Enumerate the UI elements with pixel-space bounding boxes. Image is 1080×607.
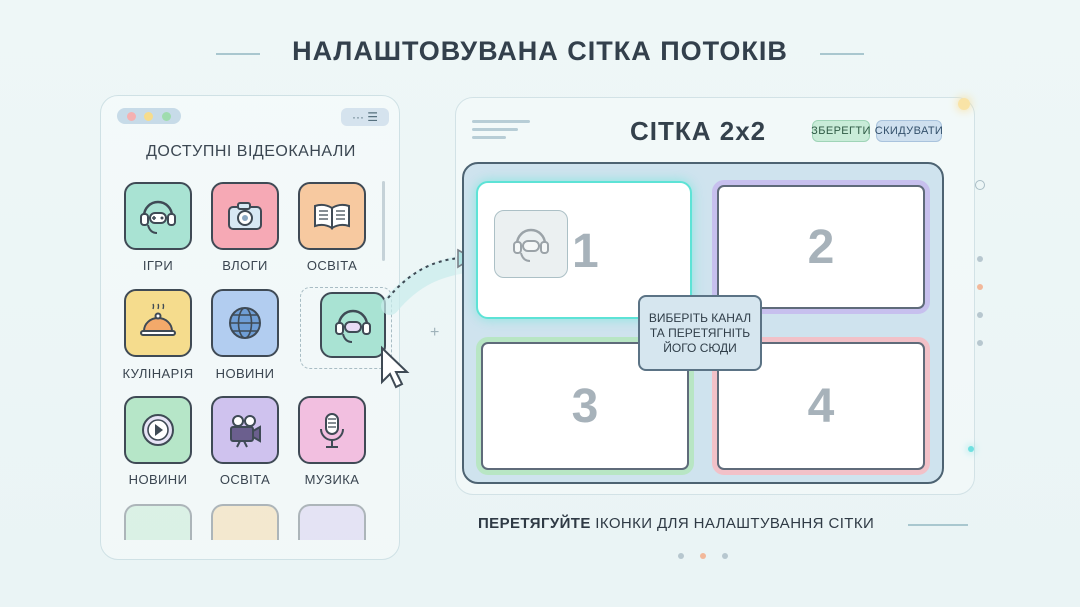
decor-ring-icon [975,180,985,190]
decor-line [472,120,530,123]
channel-label: ОСВІТА [219,472,271,487]
microphone-icon [320,413,344,448]
decor-line [472,136,506,139]
page-dot [722,553,728,559]
window-controls [117,108,181,124]
maximize-dot-icon[interactable] [161,111,171,121]
cursor-icon [381,345,410,389]
channel-tile-games[interactable] [124,182,192,250]
channel-tile-education[interactable] [298,182,366,250]
grid-cell-number: 2 [807,220,835,274]
book-icon [314,203,350,230]
grid-cell-number: 1 [572,225,599,278]
decor-dot [977,256,983,262]
channel-label: НОВИНИ [215,366,275,381]
gamer-headset-icon [513,228,549,262]
decor-dot [977,312,983,318]
reset-button[interactable]: СКИДУВАТИ [875,120,943,142]
decor-dot [977,340,983,346]
plus-icon: + [430,324,440,341]
channel-tile-news-video[interactable] [124,396,192,464]
channel-tile-vlogs[interactable] [211,182,279,250]
drag-source-placeholder [300,287,392,369]
page-title: НАЛАШТОВУВАНА СІТКА ПОТОКІВ [292,36,788,66]
minimize-dot-icon[interactable] [144,111,154,121]
cell-1-preview-tile [494,210,568,278]
more-menu-icon: ··· ☰ [351,110,379,124]
close-dot-icon[interactable] [127,111,137,121]
gamer-headset-icon [335,309,371,343]
dragged-channel-tile[interactable] [320,292,386,358]
camera-icon [228,202,262,230]
grid-cell-2[interactable]: 2 [712,180,930,314]
channel-tile-news[interactable] [211,289,279,357]
channel-label: ОСВІТА [306,258,358,273]
save-button[interactable]: ЗБЕРЕГТИ [811,120,870,142]
channel-tile-more[interactable] [298,504,366,540]
title-divider-left [216,53,260,55]
drop-hint-box: ВИБЕРІТЬ КАНАЛ ТА ПЕРЕТЯГНІТЬ ЙОГО СЮДИ [638,295,762,371]
grid-cell-number: 4 [807,379,835,433]
footer-divider [908,524,968,526]
footer-hint-text: ІКОНКИ ДЛЯ НАЛАШТУВАННЯ СІТКИ [590,515,875,532]
footer-hint-bold: ПЕРЕТЯГУЙТЕ [478,515,591,532]
decor-glow-dot [968,446,974,452]
footer-hint: ПЕРЕТЯГУЙТЕ ІКОНКИ ДЛЯ НАЛАШТУВАННЯ СІТК… [478,515,874,532]
channel-label: КУЛІНАРІЯ [122,366,194,381]
play-button-icon [142,414,174,446]
gamer-headset-icon [140,200,176,234]
channel-label: НОВИНИ [128,472,188,487]
decor-dot [977,284,983,290]
channel-tile-cooking[interactable] [124,289,192,357]
channel-label: ІГРИ [142,258,174,273]
channel-tile-more[interactable] [211,504,279,540]
channel-label: МУЗИКА [304,472,360,487]
decor-glow-dot [958,98,970,110]
grid-title: СІТКА 2x2 [630,116,767,146]
drag-path-icon [387,257,461,299]
page-dot [678,553,684,559]
channel-tile-more[interactable] [124,504,192,540]
more-menu-button[interactable]: ··· ☰ [341,108,389,126]
panel-title: ДОСТУПНІ ВІДЕОКАНАЛИ [146,143,356,160]
grid-cell-number: 3 [571,379,599,433]
film-camera-icon [230,415,261,448]
channel-tile-music[interactable] [298,396,366,464]
title-divider-right [820,53,864,55]
panel-scrollbar[interactable] [382,181,385,261]
page-dot-active [700,553,706,559]
channel-tile-education-video[interactable] [211,396,279,464]
channel-label: ВЛОГИ [222,258,268,273]
globe-icon [229,307,261,339]
decor-line [472,128,518,131]
cloche-icon [140,303,176,336]
